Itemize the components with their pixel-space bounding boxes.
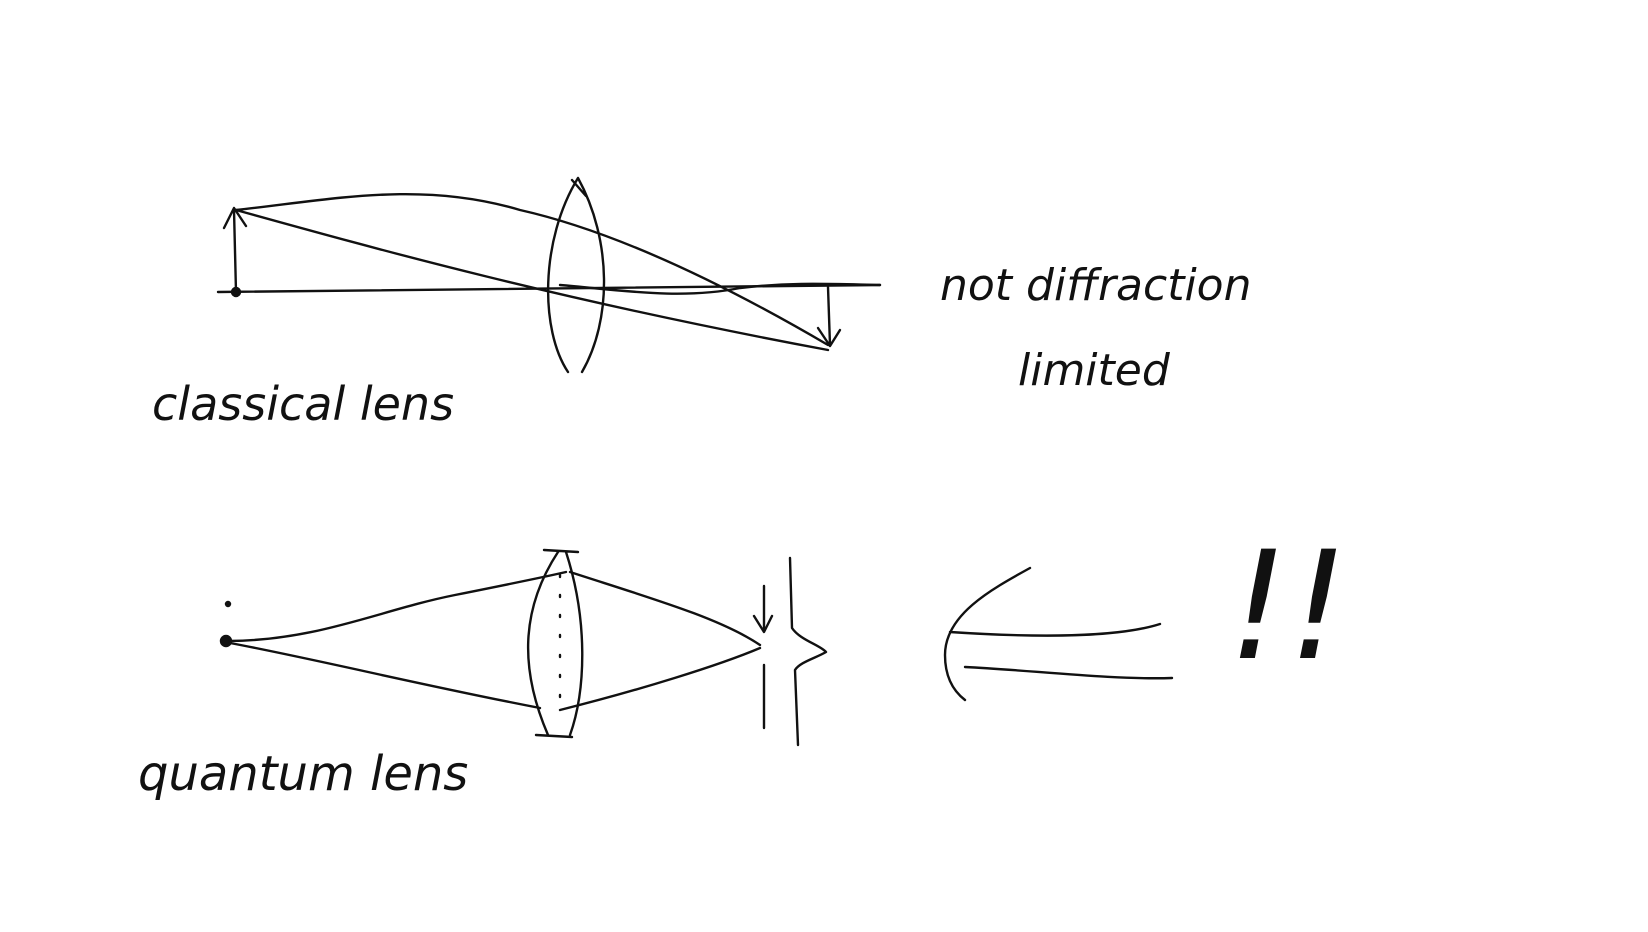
classical-lens-diagram	[216, 176, 882, 374]
limited-label: limited	[1018, 345, 1171, 396]
ray-upper	[234, 192, 830, 347]
classical-lens-label-group: classical lens	[152, 377, 454, 431]
quantum-lens	[526, 548, 584, 739]
ray-top	[228, 570, 568, 643]
focus-arrow	[752, 584, 774, 634]
ray-axis-wiggle	[558, 282, 882, 295]
object-base-dot	[230, 286, 242, 298]
not-diffraction-label-group: not diffraction limited	[940, 260, 1251, 396]
ray-bottom-out	[558, 646, 762, 712]
quantum-lens-diagram	[219, 548, 828, 747]
left-arrow-annotation	[943, 566, 1174, 702]
quantum-lens-label: quantum lens	[138, 746, 468, 802]
focal-profile	[788, 556, 828, 747]
exclamation-label: !!	[1228, 520, 1348, 694]
quantum-lens-label-group: quantum lens	[138, 746, 468, 802]
ray-chief	[234, 208, 830, 352]
exclamation-marks: !!	[1228, 520, 1348, 694]
source-mark	[224, 600, 232, 608]
object-arrow	[222, 206, 248, 294]
ray-bottom	[228, 641, 542, 710]
convex-lens	[546, 176, 606, 374]
not-diffraction-label: not diffraction	[940, 260, 1251, 311]
ray-top-out	[568, 570, 762, 647]
left-arrow-icon	[943, 566, 1174, 702]
image-arrow	[816, 285, 842, 348]
classical-lens-label: classical lens	[152, 377, 454, 431]
